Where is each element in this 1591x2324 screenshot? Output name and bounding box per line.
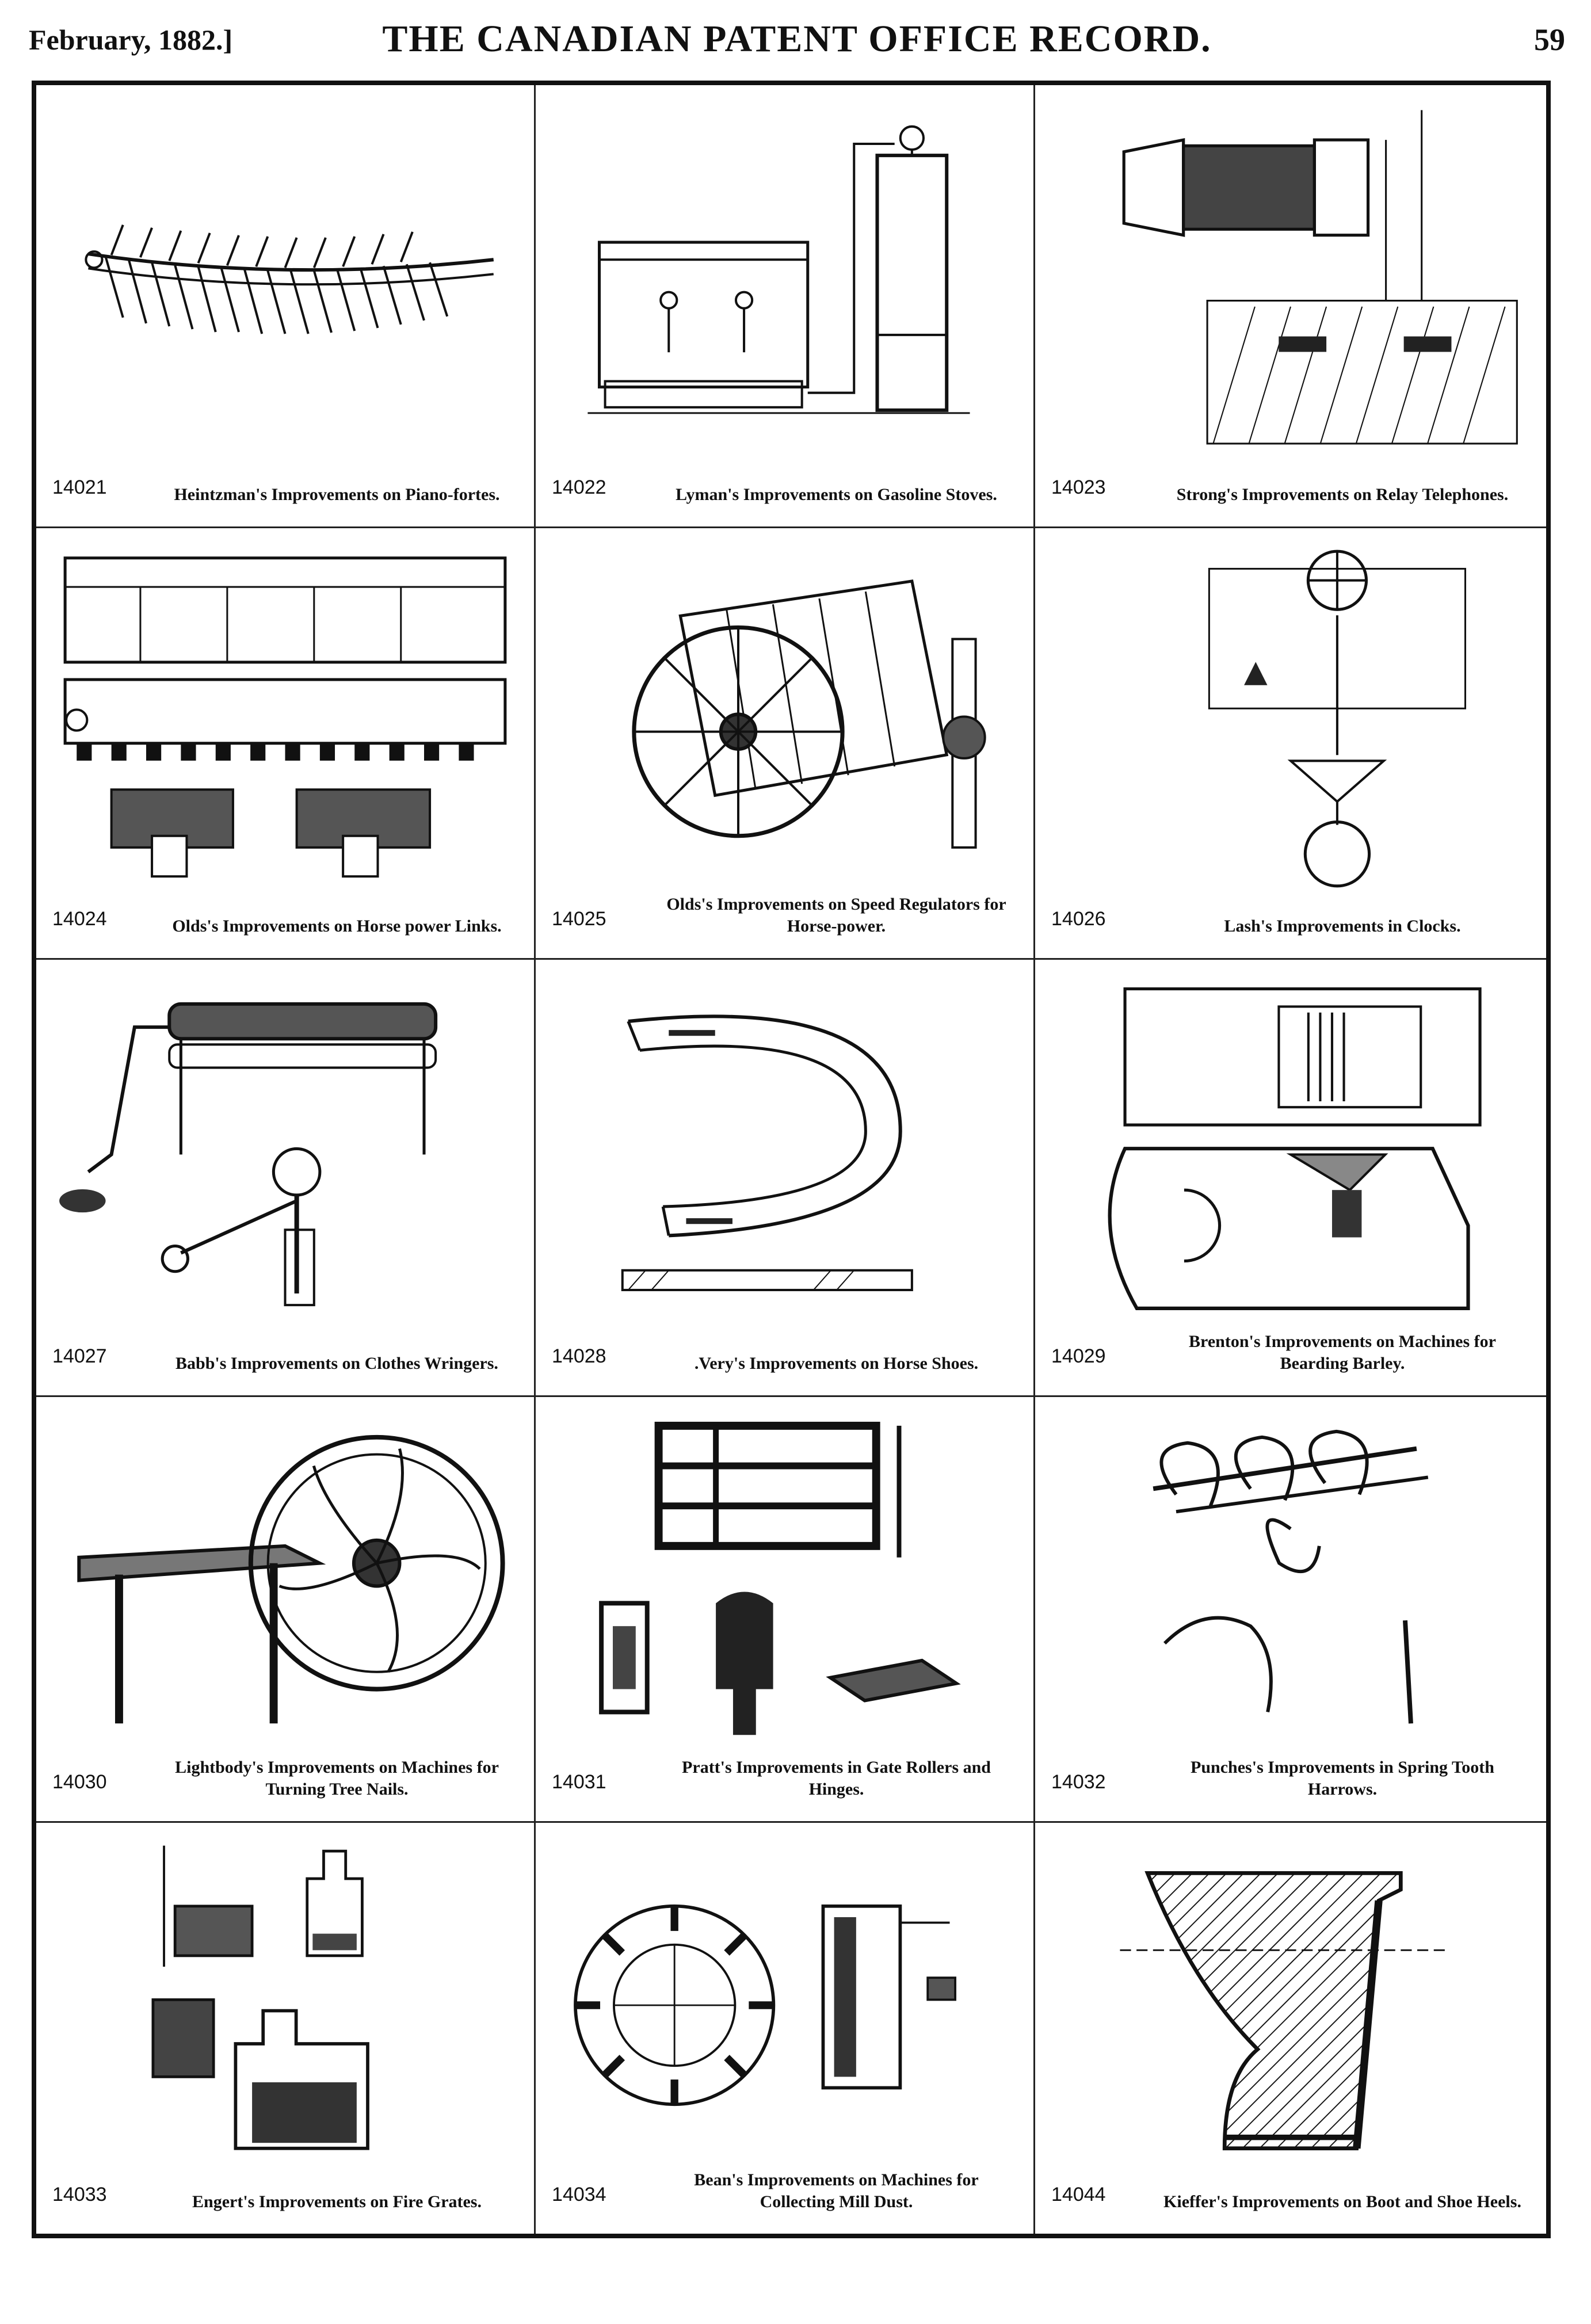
speed-regulator-illustration (553, 545, 1016, 895)
patent-cell-14023: 14023 Strong's Improvements on Relay Tel… (1035, 85, 1546, 528)
patent-caption: 14025 Olds's Improvements on Speed Regul… (547, 895, 1022, 948)
patent-cell-14029: 14029 Brenton's Improvements on Machines… (1035, 960, 1546, 1397)
patent-number: 14027 (52, 1345, 107, 1367)
patent-number: 14026 (1051, 908, 1106, 930)
relay-telephone-illustration (1052, 102, 1529, 463)
patent-caption: 14044 Kieffer's Improvements on Boot and… (1047, 2172, 1535, 2223)
patent-plate-frame: 14021 Heintzman's Improvements on Piano-… (32, 81, 1551, 2238)
patent-cell-14030: 14030 Lightbody's Improvements on Machin… (36, 1397, 536, 1823)
patent-cell-14028: 14028 .Very's Improvements on Horse Shoe… (536, 960, 1035, 1397)
patent-number: 14034 (552, 2184, 606, 2205)
patent-title: Heintzman's Improvements on Piano-fortes… (174, 485, 500, 504)
patent-title: .Very's Improvements on Horse Shoes. (694, 1354, 979, 1373)
patent-number: 14023 (1051, 476, 1106, 498)
patent-title: Brenton's Improvements on Machines for B… (1189, 1332, 1496, 1373)
fire-grate-illustration (54, 1840, 517, 2170)
patent-cell-14032: 14032 Punches's Improvements in Spring T… (1035, 1397, 1546, 1823)
patent-caption: 14028 .Very's Improvements on Horse Shoe… (547, 1333, 1022, 1385)
boot-heel-illustration (1052, 1840, 1529, 2170)
patent-title: Lyman's Improvements on Gasoline Stoves. (676, 485, 997, 504)
patent-number: 14024 (52, 908, 107, 930)
patent-cell-14044: 14044 Kieffer's Improvements on Boot and… (1035, 1823, 1546, 2234)
patent-title: Olds's Improvements on Horse power Links… (172, 917, 502, 936)
patent-number: 14029 (1051, 1345, 1106, 1367)
patent-number: 14031 (552, 1771, 606, 1793)
patent-caption: 14027 Babb's Improvements on Clothes Wri… (48, 1333, 522, 1385)
patent-grid: 14021 Heintzman's Improvements on Piano-… (36, 85, 1546, 2234)
patent-title: Punches's Improvements in Spring Tooth H… (1191, 1758, 1494, 1799)
clothes-wringer-illustration (54, 977, 517, 1332)
patent-caption: 14033 Engert's Improvements on Fire Grat… (48, 2172, 522, 2223)
patent-cell-14027: 14027 Babb's Improvements on Clothes Wri… (36, 960, 536, 1397)
tree-nail-machine-illustration (54, 1414, 517, 1758)
patent-number: 14021 (52, 476, 107, 498)
patent-cell-14022: 14022 Lyman's Improvements on Gasoline S… (536, 85, 1035, 528)
patent-number: 14030 (52, 1771, 107, 1793)
patent-title: Bean's Improvements on Machines for Coll… (694, 2170, 979, 2211)
patent-cell-14021: 14021 Heintzman's Improvements on Piano-… (36, 85, 536, 528)
page-header: February, 1882.] THE CANADIAN PATENT OFF… (23, 17, 1571, 86)
patent-caption: 14022 Lyman's Improvements on Gasoline S… (547, 464, 1022, 516)
patent-title: Lightbody's Improvements on Machines for… (175, 1758, 499, 1799)
patent-number: 14044 (1051, 2184, 1106, 2205)
issue-date: February, 1882.] (29, 24, 233, 56)
patent-caption: 14021 Heintzman's Improvements on Piano-… (48, 464, 522, 516)
patent-title: Kieffer's Improvements on Boot and Shoe … (1163, 2192, 1521, 2211)
horse-power-links-illustration (54, 545, 517, 895)
patent-caption: 14024 Olds's Improvements on Horse power… (48, 896, 522, 948)
spring-tooth-harrow-illustration (1052, 1414, 1529, 1758)
gasoline-stove-illustration (553, 102, 1016, 463)
patent-title: Engert's Improvements on Fire Grates. (192, 2192, 482, 2211)
patent-caption: 14029 Brenton's Improvements on Machines… (1047, 1332, 1535, 1385)
patent-caption: 14030 Lightbody's Improvements on Machin… (48, 1758, 522, 1811)
patent-title: Babb's Improvements on Clothes Wringers. (175, 1354, 498, 1373)
patent-caption: 14031 Pratt's Improvements in Gate Rolle… (547, 1758, 1022, 1811)
patent-cell-14026: 14026 Lash's Improvements in Clocks. (1035, 528, 1546, 960)
gate-roller-illustration (553, 1414, 1016, 1758)
patent-caption: 14023 Strong's Improvements on Relay Tel… (1047, 464, 1535, 516)
patent-number: 14022 (552, 476, 606, 498)
patent-title: Olds's Improvements on Speed Regulators … (666, 895, 1006, 936)
patent-title: Pratt's Improvements in Gate Rollers and… (682, 1758, 991, 1799)
page-number: 59 (1534, 22, 1565, 57)
patent-cell-14031: 14031 Pratt's Improvements in Gate Rolle… (536, 1397, 1035, 1823)
patent-caption: 14026 Lash's Improvements in Clocks. (1047, 896, 1535, 948)
patent-title: Strong's Improvements on Relay Telephone… (1176, 485, 1509, 504)
patent-number: 14033 (52, 2184, 107, 2205)
patent-caption: 14034 Bean's Improvements on Machines fo… (547, 2170, 1022, 2223)
patent-cell-14034: 14034 Bean's Improvements on Machines fo… (536, 1823, 1035, 2234)
patent-number: 14025 (552, 908, 606, 930)
patent-number: 14028 (552, 1345, 606, 1367)
patent-caption: 14032 Punches's Improvements in Spring T… (1047, 1758, 1535, 1811)
clock-pendulum-illustration (1052, 545, 1529, 895)
publication-title: THE CANADIAN PATENT OFFICE RECORD. (382, 18, 1212, 60)
patent-cell-14033: 14033 Engert's Improvements on Fire Grat… (36, 1823, 536, 2234)
bearding-machine-illustration (1052, 977, 1529, 1332)
patent-cell-14024: 14024 Olds's Improvements on Horse power… (36, 528, 536, 960)
patent-title: Lash's Improvements in Clocks. (1224, 917, 1461, 936)
horse-shoe-illustration (553, 977, 1016, 1332)
patent-number: 14032 (1051, 1771, 1106, 1793)
piano-action-illustration (54, 102, 517, 463)
patent-cell-14025: 14025 Olds's Improvements on Speed Regul… (536, 528, 1035, 960)
mill-dust-machine-illustration (553, 1840, 1016, 2170)
